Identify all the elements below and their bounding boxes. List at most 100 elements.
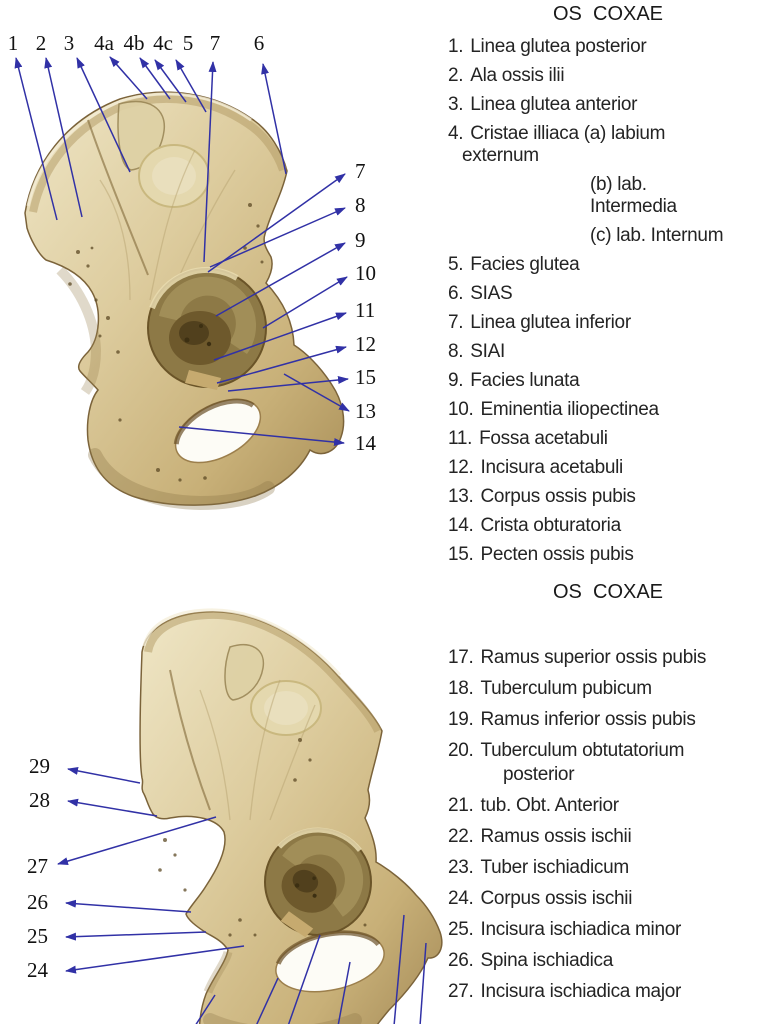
- list-item: 2. Ala ossis ilii: [448, 65, 768, 87]
- list-item: 7.Linea glutea inferior: [448, 312, 768, 334]
- list-item-text: Crista obturatoria: [480, 515, 622, 536]
- callout-arrow-7: [207, 173, 346, 273]
- list-item-number: 9.: [448, 370, 464, 391]
- list-item-number: 24.: [448, 888, 474, 909]
- list-item-number: 13.: [448, 486, 474, 507]
- list-item-text: Linea glutea inferior: [470, 312, 631, 333]
- list-item-text: Ala ossis ilii: [470, 65, 565, 86]
- list-item-number: 1.: [448, 36, 464, 57]
- callout-arrow-2: [44, 57, 83, 218]
- callout-line-cutoff: [287, 934, 321, 1024]
- figure-label-7: 7: [355, 159, 366, 183]
- list-item-number: 18.: [448, 678, 474, 699]
- callout-arrow-3: [76, 57, 131, 173]
- list-item-text: (b) lab. Intermedia: [590, 174, 677, 217]
- callout-arrow-24: [65, 945, 245, 974]
- list-item-text: Spina ischiadica: [480, 950, 614, 971]
- list-item-text: Facies lunata: [470, 370, 580, 391]
- list-item-text: Eminentia iliopectinea: [480, 399, 660, 420]
- callout-arrow-5: [175, 59, 207, 113]
- figure-label-14: 14: [355, 431, 377, 455]
- figure-label-2: 2: [36, 31, 47, 55]
- list-item-text: Pecten ossis pubis: [480, 544, 634, 565]
- callout-arrow-9: [215, 242, 346, 317]
- list-item-number: 21.: [448, 795, 474, 816]
- list-item-number: 8.: [448, 341, 464, 362]
- anatomy-term-list-top: 1. Linea glutea posterior 2. Ala ossis ilii…: [448, 36, 768, 566]
- hip-bone-illustration-bottom: [139, 608, 443, 1024]
- callout-arrow-1: [14, 57, 58, 221]
- list-item: 8. SIAI: [448, 341, 768, 363]
- list-item: 17. Ramus superior ossis pubis: [448, 646, 768, 670]
- callout-line-cutoff: [419, 942, 427, 1024]
- callout-arrow-4a: [109, 56, 148, 100]
- list-item-number: 27.: [448, 981, 474, 1002]
- list-item-number: 4.: [448, 123, 464, 144]
- bone-texture: [142, 608, 382, 1024]
- callout-arrow-25: [65, 931, 207, 941]
- list-item-text: Fossa acetabuli: [479, 428, 608, 449]
- list-item-number: 12.: [448, 457, 474, 478]
- figure-label-1: 1: [8, 31, 19, 55]
- callout-arrow-10: [262, 276, 348, 329]
- hip-bone-illustration-top: [24, 91, 345, 511]
- list-item-text: Incisura ischiadica minor: [480, 919, 682, 940]
- list-item: 25.Incisura ischiadica minor: [448, 918, 768, 942]
- list-item-number: 19.: [448, 709, 474, 730]
- list-item-number: 22.: [448, 826, 474, 847]
- callout-arrow-8: [209, 207, 346, 268]
- figure-label-26: 26: [27, 890, 48, 914]
- list-item-number: 3.: [448, 94, 464, 115]
- figure-label-10: 10: [355, 261, 376, 285]
- list-item-text: Corpus ossis ischii: [480, 888, 633, 909]
- list-item-number: 14.: [448, 515, 474, 536]
- obturator-foramen: [275, 930, 385, 993]
- figure-label-9: 9: [355, 228, 366, 252]
- list-item-text: SIAS: [470, 283, 513, 304]
- callout-arrow-26: [65, 899, 192, 913]
- list-item-number: 17.: [448, 647, 474, 668]
- list-item-text: Ramus superior ossis pubis: [480, 647, 707, 668]
- callout-arrow-27: [57, 816, 217, 865]
- callout-line-cutoff: [195, 994, 216, 1024]
- figure-label-11: 11: [355, 298, 375, 322]
- list-item: 10.Eminentia iliopectinea: [448, 399, 768, 421]
- list-item-number: 20.: [448, 740, 474, 761]
- list-item: 9. Facies lunata: [448, 370, 768, 392]
- acetabulum: [264, 827, 372, 938]
- list-item-number: 23.: [448, 857, 474, 878]
- list-item-number: 2.: [448, 65, 464, 86]
- list-title-bottom: OS COXAE: [552, 581, 664, 603]
- list-item-text: Incisura acetabuli: [480, 457, 624, 478]
- list-item: (c) lab. Internum: [448, 225, 768, 247]
- list-item-text: Incisura ischiadica major: [480, 981, 682, 1002]
- list-item: 4.Cristae illiaca (a) labium externum: [448, 123, 768, 167]
- bone-texture: [26, 92, 287, 511]
- list-item: 14. Crista obturatoria: [448, 515, 768, 537]
- callout-line-cutoff: [337, 961, 351, 1024]
- list-item-text: SIAI: [470, 341, 505, 362]
- list-item: 24. Corpus ossis ischii: [448, 887, 768, 911]
- list-item-text: Ramus inferior ossis pubis: [480, 709, 696, 730]
- figure-label-24: 24: [27, 958, 49, 982]
- callout-arrow-4c: [154, 59, 187, 103]
- callout-arrow-15: [227, 376, 349, 392]
- callout-arrow-7: [203, 61, 217, 263]
- list-item: 19. Ramus inferior ossis pubis: [448, 708, 768, 732]
- figure-label-29: 29: [29, 754, 50, 778]
- list-item-text: Linea glutea posterior: [470, 36, 647, 57]
- list-item-text: Corpus ossis pubis: [480, 486, 636, 507]
- list-item: 20.Tuberculum obtutatorium posterior: [448, 739, 768, 787]
- figure-label-4a: 4a: [94, 31, 115, 55]
- figure-label-27: 27: [27, 854, 48, 878]
- callout-arrow-6: [261, 63, 287, 175]
- callout-arrow-11: [213, 312, 347, 361]
- list-item-text: tub. Obt. Anterior: [480, 795, 620, 816]
- list-item: 3. Linea glutea anterior: [448, 94, 768, 116]
- list-item: 15.Pecten ossis pubis: [448, 544, 768, 566]
- list-item-text: (c) lab. Internum: [590, 225, 724, 246]
- callout-arrow-12: [216, 345, 347, 384]
- list-item-text: Linea glutea anterior: [470, 94, 638, 115]
